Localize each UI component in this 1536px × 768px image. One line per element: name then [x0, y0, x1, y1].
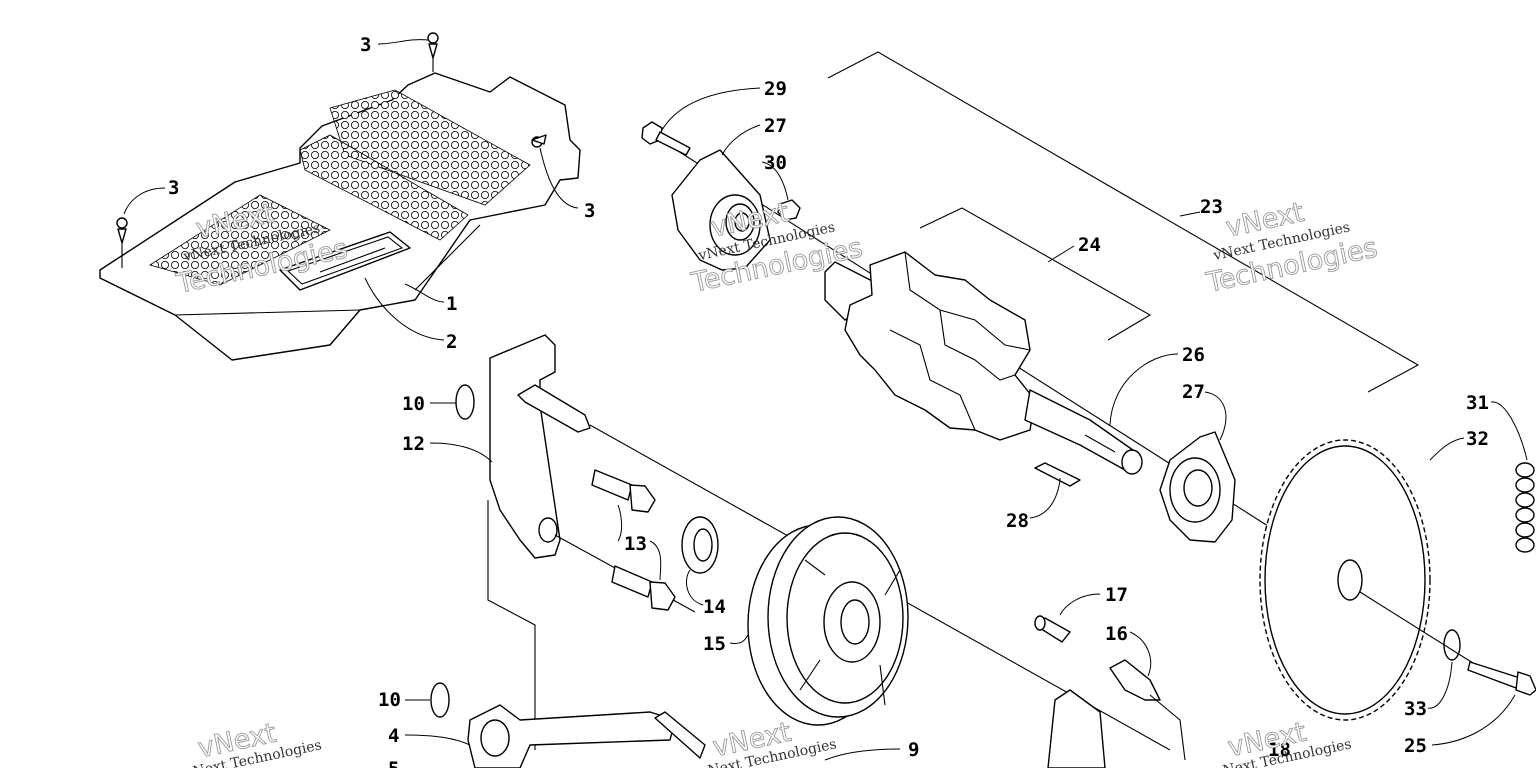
callout-18: 18 [1268, 739, 1291, 761]
callout-28: 28 [1006, 510, 1029, 532]
arm-bracket [1047, 689, 1106, 768]
callout-26: 26 [1182, 344, 1205, 366]
callout-27-lower: 27 [1182, 381, 1205, 403]
screw-c [116, 217, 128, 268]
callout-4: 4 [388, 725, 399, 747]
callout-32: 32 [1466, 428, 1489, 450]
bearing-flange-left [671, 149, 771, 271]
callout-33: 33 [1404, 698, 1427, 720]
chain-31 [1515, 462, 1535, 553]
washer-33 [1443, 629, 1461, 661]
screw-b [531, 134, 547, 148]
clip-16 [1109, 659, 1186, 761]
callout-3-top: 3 [360, 34, 371, 56]
key-28 [1034, 462, 1081, 487]
wheel-15 [747, 516, 909, 726]
screw-a [427, 32, 439, 72]
callout-12: 12 [402, 433, 425, 455]
watermark-left-bottom: vNext vNext Technologies [183, 717, 323, 768]
threaded-rod [654, 711, 706, 759]
bolt-25 [1467, 661, 1536, 696]
leader-lines [123, 39, 1528, 761]
callout-2: 2 [446, 331, 457, 353]
bracket-12 [487, 334, 591, 750]
assembly-bracket-23 [827, 51, 1420, 393]
callout-5: 5 [388, 758, 399, 768]
callout-16: 16 [1105, 623, 1128, 645]
callout-15: 15 [703, 633, 726, 655]
callout-31: 31 [1466, 392, 1489, 414]
callout-25: 25 [1404, 735, 1427, 757]
bushing-14 [681, 516, 719, 574]
callout-10-upper: 10 [402, 393, 425, 415]
bearing-flange-right [1159, 431, 1236, 543]
chain-sprocket-32 [1259, 439, 1431, 721]
callout-9: 9 [908, 739, 919, 761]
callout-3-right: 3 [584, 200, 595, 222]
decal-label [279, 231, 411, 291]
callout-17: 17 [1105, 584, 1128, 606]
shaft-26 [1024, 389, 1143, 475]
callout-10-lower: 10 [378, 689, 401, 711]
callout-24: 24 [1078, 234, 1101, 256]
drive-sprocket-24 [824, 251, 1036, 441]
callout-numbers: 1 2 3 3 3 4 5 9 10 10 12 13 14 15 16 17 … [168, 34, 1489, 768]
callout-13: 13 [624, 533, 647, 555]
bolt-13b [611, 565, 676, 611]
callout-23: 23 [1200, 196, 1223, 218]
callout-27-upper: 27 [764, 115, 787, 137]
callout-1: 1 [446, 293, 457, 315]
washer-10b [430, 682, 450, 718]
bolt-29 [641, 121, 691, 156]
callout-29: 29 [764, 78, 787, 100]
pivot-arm-4 [467, 704, 676, 768]
cover-plate [99, 72, 581, 361]
washer-10a [455, 384, 475, 420]
callout-30: 30 [764, 152, 787, 174]
assembly-bracket-24 [919, 207, 1152, 341]
callout-14: 14 [703, 596, 726, 618]
callout-3-left: 3 [168, 177, 179, 199]
nut-30 [777, 199, 801, 221]
watermark-center-bottom: vNext vNext Technologies [698, 716, 838, 768]
bolt-13a [591, 469, 656, 513]
pin-17 [1034, 615, 1071, 643]
